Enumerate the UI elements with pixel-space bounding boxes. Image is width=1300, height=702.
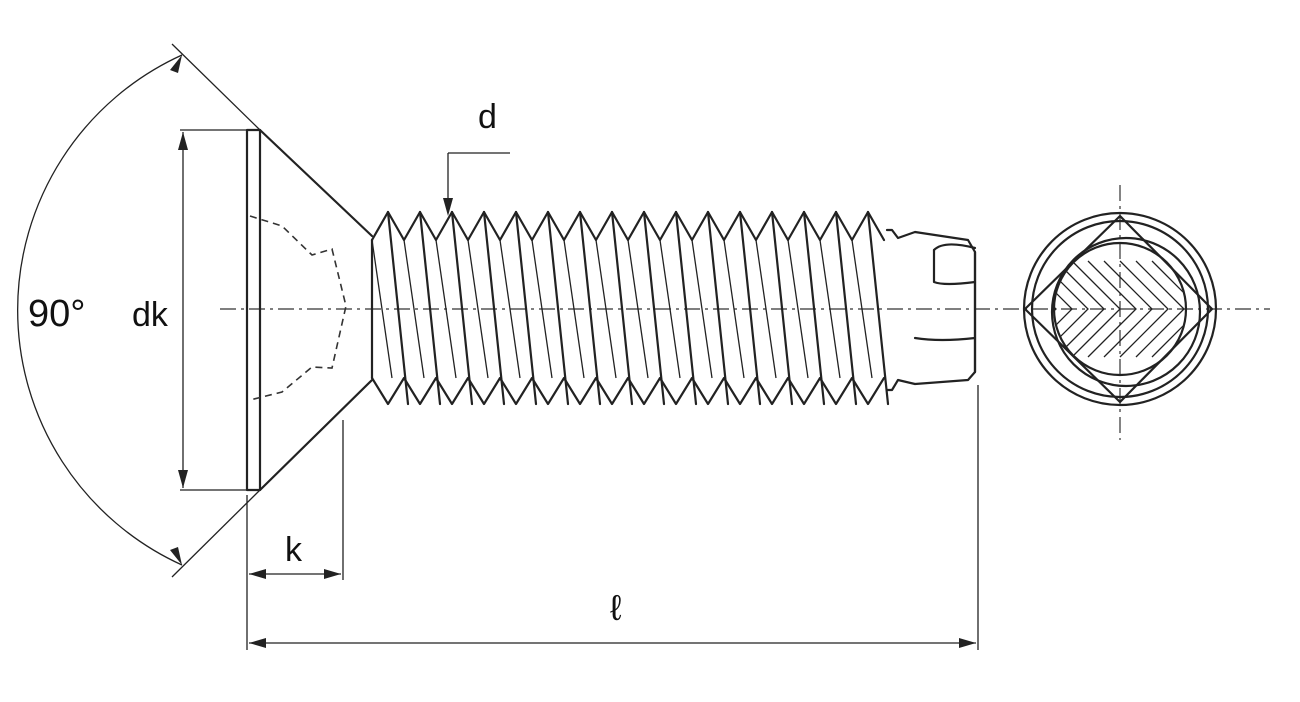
thread-helix-line — [738, 210, 762, 406]
screw-head — [245, 128, 374, 492]
hatch-chevron — [1151, 260, 1185, 358]
thread-helix-line — [851, 239, 873, 379]
hatch-chevron — [1087, 260, 1137, 358]
thread-diameter-leader — [443, 152, 510, 216]
thread-helix-line — [563, 239, 585, 379]
thread-helix-line — [627, 239, 649, 379]
end-view — [1022, 185, 1218, 440]
thread-helix-line — [787, 239, 809, 379]
thread-helix-line — [834, 210, 858, 406]
thread-helix-line — [610, 210, 634, 406]
thread-helix-line — [467, 239, 489, 379]
thread-helix-line — [595, 239, 617, 379]
hatch-chevron — [1135, 260, 1185, 358]
thread-helix-line — [403, 239, 425, 379]
thread-helix-line — [482, 210, 506, 406]
thread-helix-line — [723, 239, 745, 379]
thread-helix-line — [770, 210, 794, 406]
thread-helix-line — [386, 210, 410, 406]
thread-helix-line — [691, 239, 713, 379]
thread-helix-line — [659, 239, 681, 379]
head-diameter-dimension — [178, 129, 247, 491]
thread-helix-line — [531, 239, 553, 379]
threaded-shank — [370, 210, 890, 406]
thread-helix-line — [418, 210, 442, 406]
screw-tip — [885, 228, 977, 392]
thread-diameter-label: d — [478, 98, 497, 136]
head-height-dimension — [246, 420, 344, 650]
hatch-chevron — [1119, 260, 1169, 358]
head-diameter-label: dk — [132, 296, 169, 334]
thread-helix-line — [866, 210, 890, 406]
thread-helix-line — [755, 239, 777, 379]
hidden-recess-outline — [249, 215, 347, 401]
thread-helix-line — [450, 210, 474, 406]
thread-helix-line — [642, 210, 666, 406]
angle-label: 90° — [28, 293, 85, 335]
thread-helix-line — [674, 210, 698, 406]
thread-helix-line — [499, 239, 521, 379]
hatch-chevron — [1055, 260, 1057, 358]
thread-helix-line — [578, 210, 602, 406]
thread-helix-line — [546, 210, 570, 406]
thread-helix-line — [802, 210, 826, 406]
hatching — [1055, 260, 1185, 358]
hatch-chevron — [1055, 260, 1105, 358]
length-dimension — [249, 385, 979, 650]
hatch-chevron — [1055, 260, 1073, 358]
thread-helix-line — [435, 239, 457, 379]
thread-bottom-crest — [370, 376, 886, 406]
hatch-chevron — [1103, 260, 1153, 358]
thread-helix-line — [371, 239, 393, 379]
length-label: ℓ — [610, 587, 622, 628]
head-height-label: k — [285, 531, 303, 569]
thread-helix-line — [819, 239, 841, 379]
hatch-chevron — [1071, 260, 1121, 358]
thread-helix-line — [706, 210, 730, 406]
thread-helix-line — [514, 210, 538, 406]
angle-dimension — [17, 43, 261, 578]
